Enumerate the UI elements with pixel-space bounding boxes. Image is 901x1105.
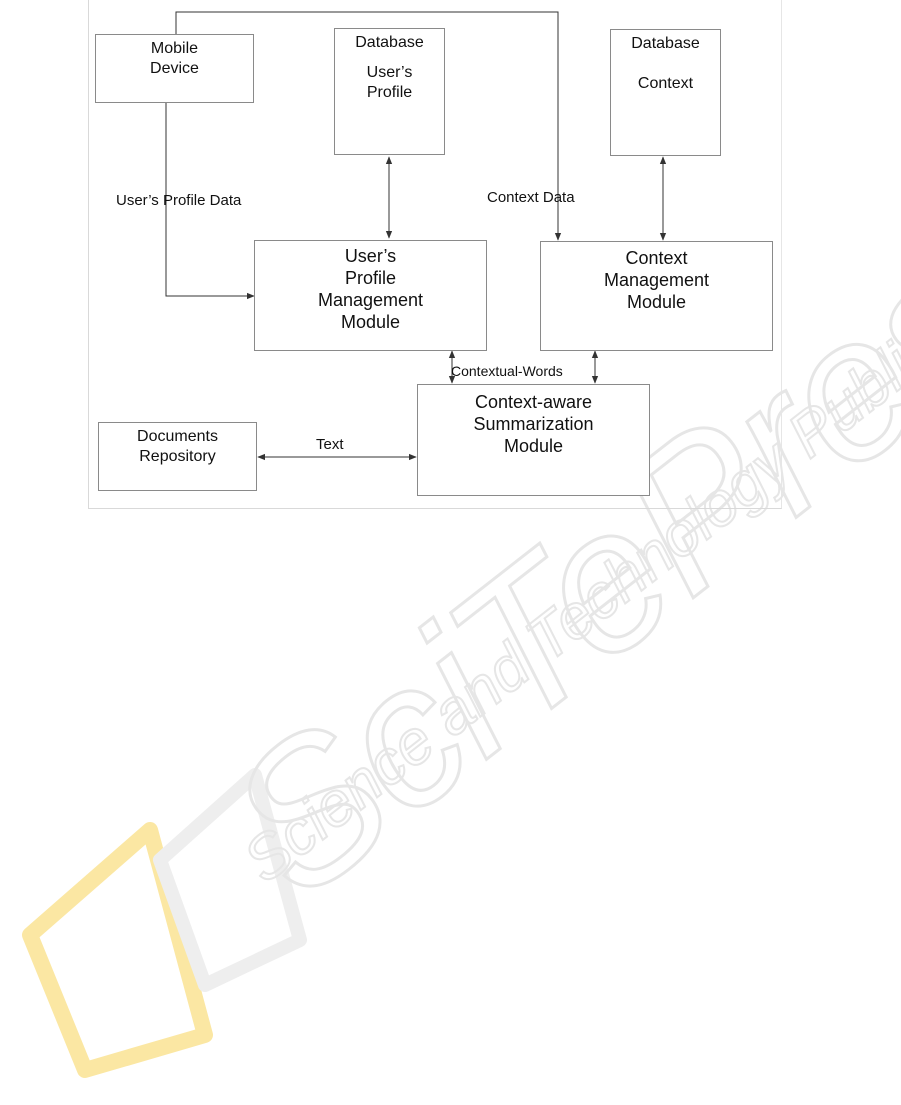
node-summarization-module-label: Context-aware Summarization Module bbox=[418, 391, 649, 457]
node-documents-repository-label: Documents Repository bbox=[99, 427, 256, 467]
node-profile-module: User’s Profile Management Module bbox=[254, 240, 487, 351]
node-context-module: Context Management Module bbox=[540, 241, 773, 351]
node-db-profile: Database User’s Profile bbox=[334, 28, 445, 155]
node-mobile-device-label: Mobile Device bbox=[96, 39, 253, 79]
label-contextual-words: Contextual-Words bbox=[451, 362, 563, 380]
node-db-profile-name: User’s Profile bbox=[335, 63, 444, 103]
node-db-context-name: Context bbox=[611, 74, 720, 94]
node-mobile-device: Mobile Device bbox=[95, 34, 254, 103]
node-summarization-module: Context-aware Summarization Module bbox=[417, 384, 650, 496]
node-db-context: Database Context bbox=[610, 29, 721, 156]
label-text: Text bbox=[316, 436, 344, 454]
label-profile-data: User’s Profile Data bbox=[116, 192, 241, 210]
node-profile-module-label: User’s Profile Management Module bbox=[255, 245, 486, 333]
node-db-profile-title: Database bbox=[335, 33, 444, 53]
label-context-data: Context Data bbox=[487, 189, 575, 207]
node-documents-repository: Documents Repository bbox=[98, 422, 257, 491]
node-db-context-title: Database bbox=[611, 34, 720, 54]
node-context-module-label: Context Management Module bbox=[541, 247, 772, 313]
